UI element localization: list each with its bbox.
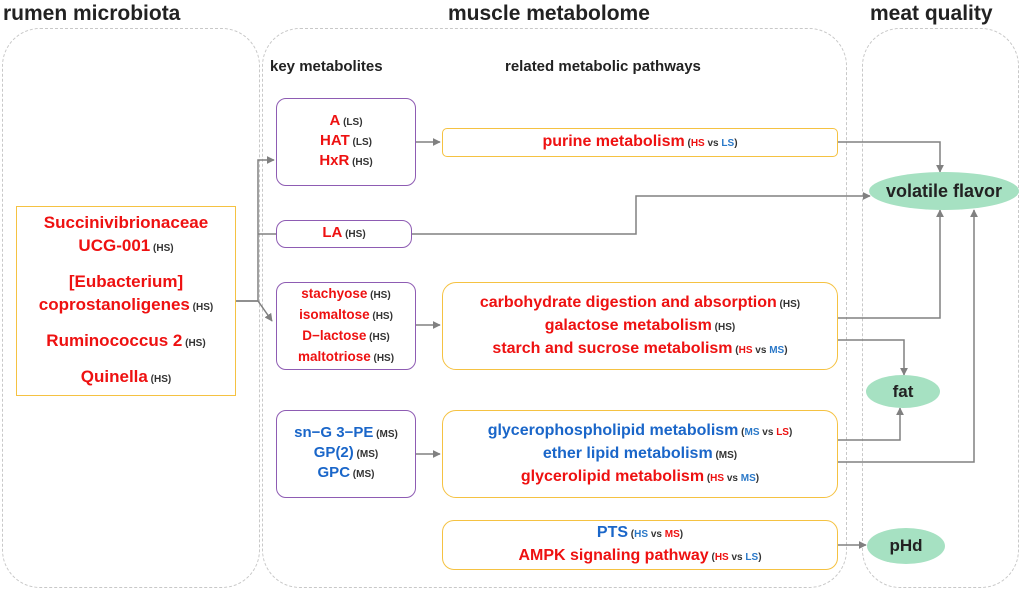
- pathway-item: glycerophospholipid metabolism (MS vs LS…: [487, 421, 793, 439]
- bacteria-box: Succinivibrionaceae UCG-001 (HS) [Eubact…: [16, 206, 236, 396]
- metabolite-box-la: LA (HS): [276, 220, 412, 248]
- header-muscle: muscle metabolome: [448, 2, 650, 25]
- bacteria-line: UCG-001 (HS): [78, 235, 174, 255]
- metabolite-item: stachyose (HS): [301, 286, 391, 301]
- arrow-carbs-volatile: [838, 209, 944, 319]
- metabolite-item: A (LS): [329, 112, 363, 129]
- header-rumen: rumen microbiota: [3, 2, 181, 25]
- arrow-carbs-fat: [838, 339, 908, 376]
- pathway-box-pts: PTS (HS vs MS) AMPK signaling pathway (H…: [442, 520, 838, 570]
- arrow-purine-volatile: [838, 141, 944, 173]
- pathway-item: carbohydrate digestion and absorption (H…: [479, 293, 801, 311]
- pathway-item: AMPK signaling pathway (HS vs LS): [518, 547, 762, 564]
- bacteria-line: Ruminococcus 2 (HS): [46, 330, 206, 350]
- arrow-lipid-fat: [838, 407, 904, 441]
- pathway-item: galactose metabolism (HS): [544, 316, 736, 334]
- pathway-box-purine: purine metabolism (HS vs LS): [442, 128, 838, 157]
- metabolite-item: D−lactose (HS): [302, 328, 390, 343]
- pathway-item: ether lipid metabolism (MS): [542, 444, 738, 462]
- pathway-item: PTS (HS vs MS): [596, 524, 684, 541]
- meat-panel: [862, 28, 1019, 588]
- arrow-bacteria-carbs: [236, 300, 273, 322]
- metabolite-item: sn−G 3−PE (MS): [294, 424, 398, 441]
- outcome-volatile-flavor: volatile flavor: [869, 172, 1019, 210]
- pathway-box-carbs: carbohydrate digestion and absorption (H…: [442, 282, 838, 370]
- bacteria-line: [Eubacterium]: [68, 271, 184, 291]
- metabolite-item: GP(2) (MS): [313, 444, 379, 461]
- pathway-item: purine metabolism (HS vs LS): [542, 133, 738, 150]
- bacteria-line: Succinivibrionaceae: [43, 212, 209, 232]
- metabolite-item: maltotriose (HS): [297, 349, 395, 364]
- header-key-metabolites: key metabolites: [270, 58, 383, 75]
- outcome-phd: pHd: [867, 528, 945, 564]
- pathway-item: glycerolipid metabolism (HS vs MS): [520, 467, 760, 485]
- arrow-lipid-volatile: [838, 209, 978, 463]
- pathway-box-lipid: glycerophospholipid metabolism (MS vs LS…: [442, 410, 838, 498]
- metabolite-item: HAT (LS): [320, 132, 372, 149]
- bacteria-line: Quinella (HS): [80, 366, 172, 386]
- metabolite-box-purine: A (LS) HAT (LS) HxR (HS): [276, 98, 416, 186]
- arrow-bacteria-purine: [236, 156, 275, 302]
- arrow-la-volatile: [412, 192, 871, 235]
- header-meat: meat quality: [870, 2, 993, 25]
- metabolite-item: HxR (HS): [319, 152, 373, 169]
- metabolite-item: isomaltose (HS): [299, 307, 393, 322]
- metabolite-item: LA (HS): [322, 224, 366, 241]
- rumen-panel: [2, 28, 260, 588]
- outcome-fat: fat: [866, 375, 940, 408]
- metabolite-box-carbs: stachyose (HS) isomaltose (HS) D−lactose…: [276, 282, 416, 370]
- metabolite-item: GPC (MS): [317, 464, 375, 481]
- metabolite-box-lipid: sn−G 3−PE (MS) GP(2) (MS) GPC (MS): [276, 410, 416, 498]
- bacteria-line: coprostanoligenes (HS): [38, 294, 214, 314]
- header-pathways: related metabolic pathways: [505, 58, 701, 75]
- pathway-item: starch and sucrose metabolism (HS vs MS): [492, 339, 788, 357]
